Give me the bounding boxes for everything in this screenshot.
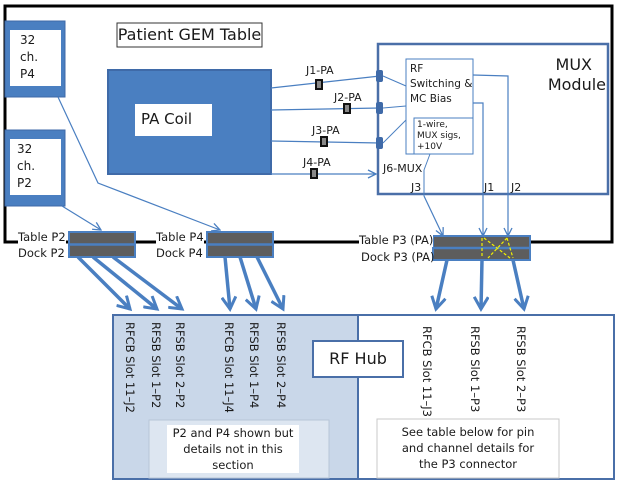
control-signals-label: 1-wire, MUX sigs, +10V [417,120,461,153]
mux-port-2 [376,102,383,114]
table-p4-label: Table P4 [156,230,204,244]
mux-port-3 [376,137,383,149]
table-p2-label: Table P2 [18,230,66,244]
dock-connector-p2 [68,231,136,258]
connector-label-j2-pa: J2-PA [334,91,362,104]
dock-connector-p4 [206,231,274,258]
j6-mux-label: J6-MUX [383,162,423,175]
hub-slot-rfcb-11-j4: RFCB Slot 11–J4 [222,322,236,413]
rf-hub-label-box [312,340,404,378]
title-box [116,22,263,48]
mux-output-j2: J2 [511,181,522,194]
diagram-title: Patient GEM Table [117,25,262,44]
hub-slot-rfsb-1-p2: RFSB Slot 1–P2 [149,322,163,409]
connector-label-j4-pa: J4-PA [303,156,331,169]
rf-hub-label: RF Hub [329,349,387,368]
channel-unit: ch. [17,159,36,173]
channel-box-p2: 32 ch. P2 [17,141,35,192]
hub-slot-rfcb-11-j2: RFCB Slot 11–J2 [123,322,137,413]
hub-slot-rfsb-1-p4: RFSB Slot 1–P4 [247,322,261,409]
channel-unit: ch. [20,50,39,64]
mux-output-j3: J3 [411,181,422,194]
dock-connector-p3 [432,235,531,261]
channel-box-p4: 32 ch. P4 [20,32,38,83]
note-line: details not in this [183,442,283,456]
hub-slot-rfsb-1-p3: RFSB Slot 1–P3 [468,326,482,413]
channel-count: 32 [20,33,36,47]
ctrl-line: MUX sigs, [417,131,461,141]
channel-port: P2 [17,176,32,190]
rf-line: Switching & [410,78,473,90]
rf-line: MC Bias [410,93,452,105]
mux-output-j1: J1 [484,181,495,194]
note-line: P2 and P4 shown but [172,426,294,440]
note-line: See table below for pin [401,425,535,439]
hub-slot-rfcb-11-j3: RFCB Slot 11–J3 [420,326,434,417]
hub-slot-rfsb-2-p3: RFSB Slot 2–P3 [514,326,528,413]
dock-to-hub-arrows [76,255,524,309]
dock-p3-label: Dock P3 (PA) [361,250,435,264]
hub-slot-rfsb-2-p2: RFSB Slot 2–P2 [173,322,187,409]
mux-title-line1: MUX [555,55,592,74]
connector-label-j3-pa: J3-PA [312,124,340,137]
control-signals-block [413,117,474,155]
mux-port-1 [376,70,383,82]
pa-connector-glyphs [310,79,351,179]
dock-p4-label: Dock P4 [156,246,203,260]
note-line: and channel details for [401,441,535,455]
table-p3-label: Table P3 (PA) [359,233,434,247]
note-line: the P3 connector [418,457,518,471]
mux-module-title: MUX Module [526,55,606,95]
rf-line: RF [410,63,424,75]
dock-p2-label: Dock P2 [18,246,65,260]
channel-count: 32 [17,142,33,156]
pa-coil-label: PA Coil [141,110,193,128]
hub-slot-rfsb-2-p4: RFSB Slot 2–P4 [274,322,288,409]
rf-switching-label: RF Switching & MC Bias [410,62,472,107]
note-line: section [212,458,254,472]
connector-label-j1-pa: J1-PA [306,64,334,77]
ctrl-line: +10V [417,142,443,152]
ctrl-line: 1-wire, [417,120,448,130]
mux-title-line2: Module [547,75,606,94]
right-note: See table below for pin and channel deta… [380,424,556,472]
left-note: P2 and P4 shown but details not in this … [167,425,299,473]
channel-port: P4 [20,67,35,81]
